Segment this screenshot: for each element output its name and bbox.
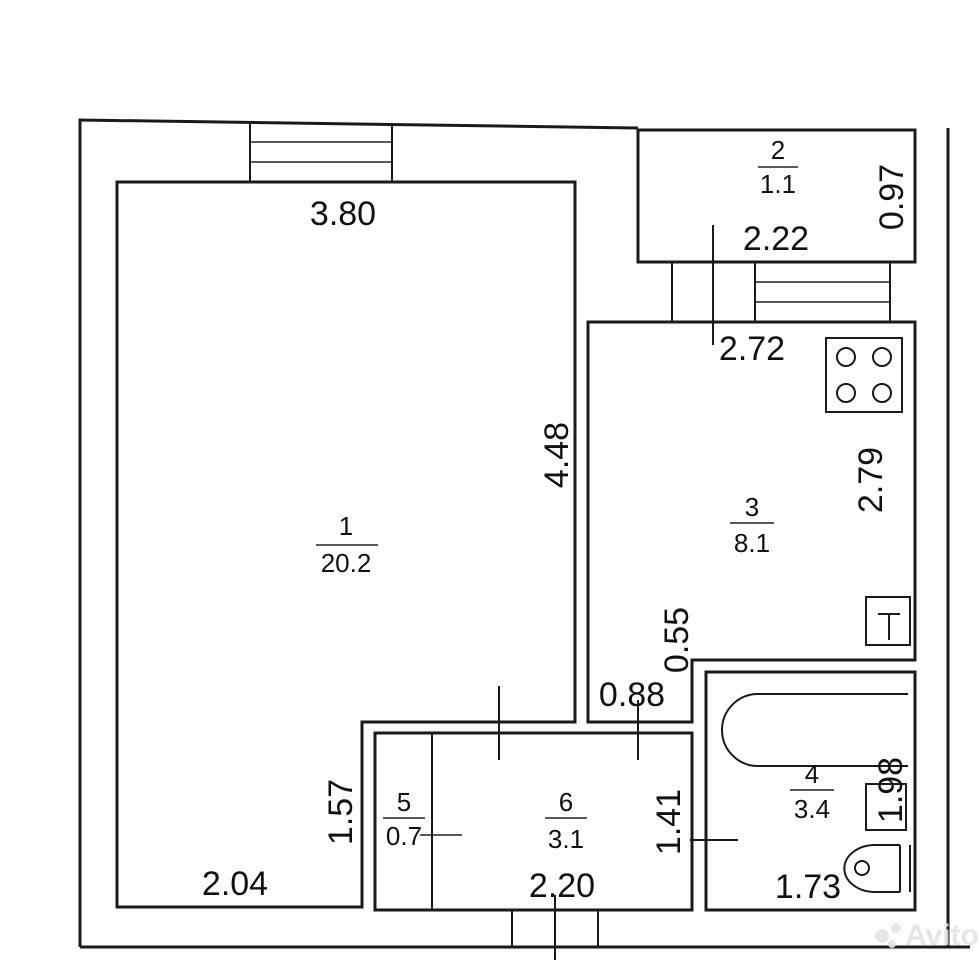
dim-room-4-side: 1.98 <box>872 757 910 823</box>
dim-room-3-nook-v: 0.55 <box>658 607 696 673</box>
room-4-label: 4 3.4 <box>790 759 834 824</box>
dim-room-6-side: 1.41 <box>650 789 688 855</box>
avito-watermark: Avito <box>875 919 979 952</box>
room-6-label: 6 3.1 <box>545 787 587 854</box>
dim-room-6-bottom: 2.20 <box>529 867 595 905</box>
dim-room-2-side: 0.97 <box>873 164 911 230</box>
room-5-label: 5 0.7 <box>383 787 425 851</box>
washbasin-icon <box>865 783 907 831</box>
room-1-number: 1 <box>339 511 353 541</box>
dim-room-1-bottom: 2.04 <box>202 865 268 903</box>
dim-room-4-bottom: 1.73 <box>775 868 841 906</box>
room-4-number: 4 <box>805 759 819 789</box>
room-3-number: 3 <box>745 492 759 522</box>
dim-room-2-bottom: 2.22 <box>743 220 809 258</box>
dim-room-1-side: 4.48 <box>538 422 576 488</box>
sink-icon <box>865 596 911 646</box>
room-1 <box>115 180 577 909</box>
dim-room-1-hall: 1.57 <box>322 779 360 845</box>
room-5-number: 5 <box>397 787 411 817</box>
room-2-balcony <box>636 128 917 345</box>
room-5-area: 0.7 <box>386 821 422 851</box>
outer-wall <box>78 118 970 949</box>
stove-icon <box>825 337 903 413</box>
room-6-number: 6 <box>559 787 573 817</box>
room-4-area: 3.4 <box>794 794 830 824</box>
window-room-1 <box>249 124 393 182</box>
dim-room-3-top: 2.72 <box>719 330 785 368</box>
room-3-label: 3 8.1 <box>730 492 774 558</box>
room-2-number: 2 <box>771 135 785 165</box>
dim-room-3-side: 2.79 <box>852 447 890 513</box>
room-3-kitchen <box>586 320 917 724</box>
watermark-text: Avito <box>905 919 979 952</box>
dim-room-3-nook-h: 0.88 <box>599 676 665 714</box>
room-1-label: 1 20.2 <box>316 511 378 578</box>
room-2-area: 1.1 <box>760 169 796 199</box>
dim-room-1-top: 3.80 <box>310 195 376 233</box>
room-6-area: 3.1 <box>548 824 584 854</box>
room-4-bathroom <box>690 670 917 912</box>
room-1-area: 20.2 <box>321 548 372 578</box>
bathtub-icon <box>721 693 908 767</box>
room-2-label: 2 1.1 <box>758 135 798 199</box>
toilet-icon <box>843 844 911 893</box>
entrance-door <box>511 895 599 960</box>
window-room-3 <box>671 262 891 322</box>
room-3-area: 8.1 <box>734 528 770 558</box>
room-6-hallway <box>373 700 694 912</box>
